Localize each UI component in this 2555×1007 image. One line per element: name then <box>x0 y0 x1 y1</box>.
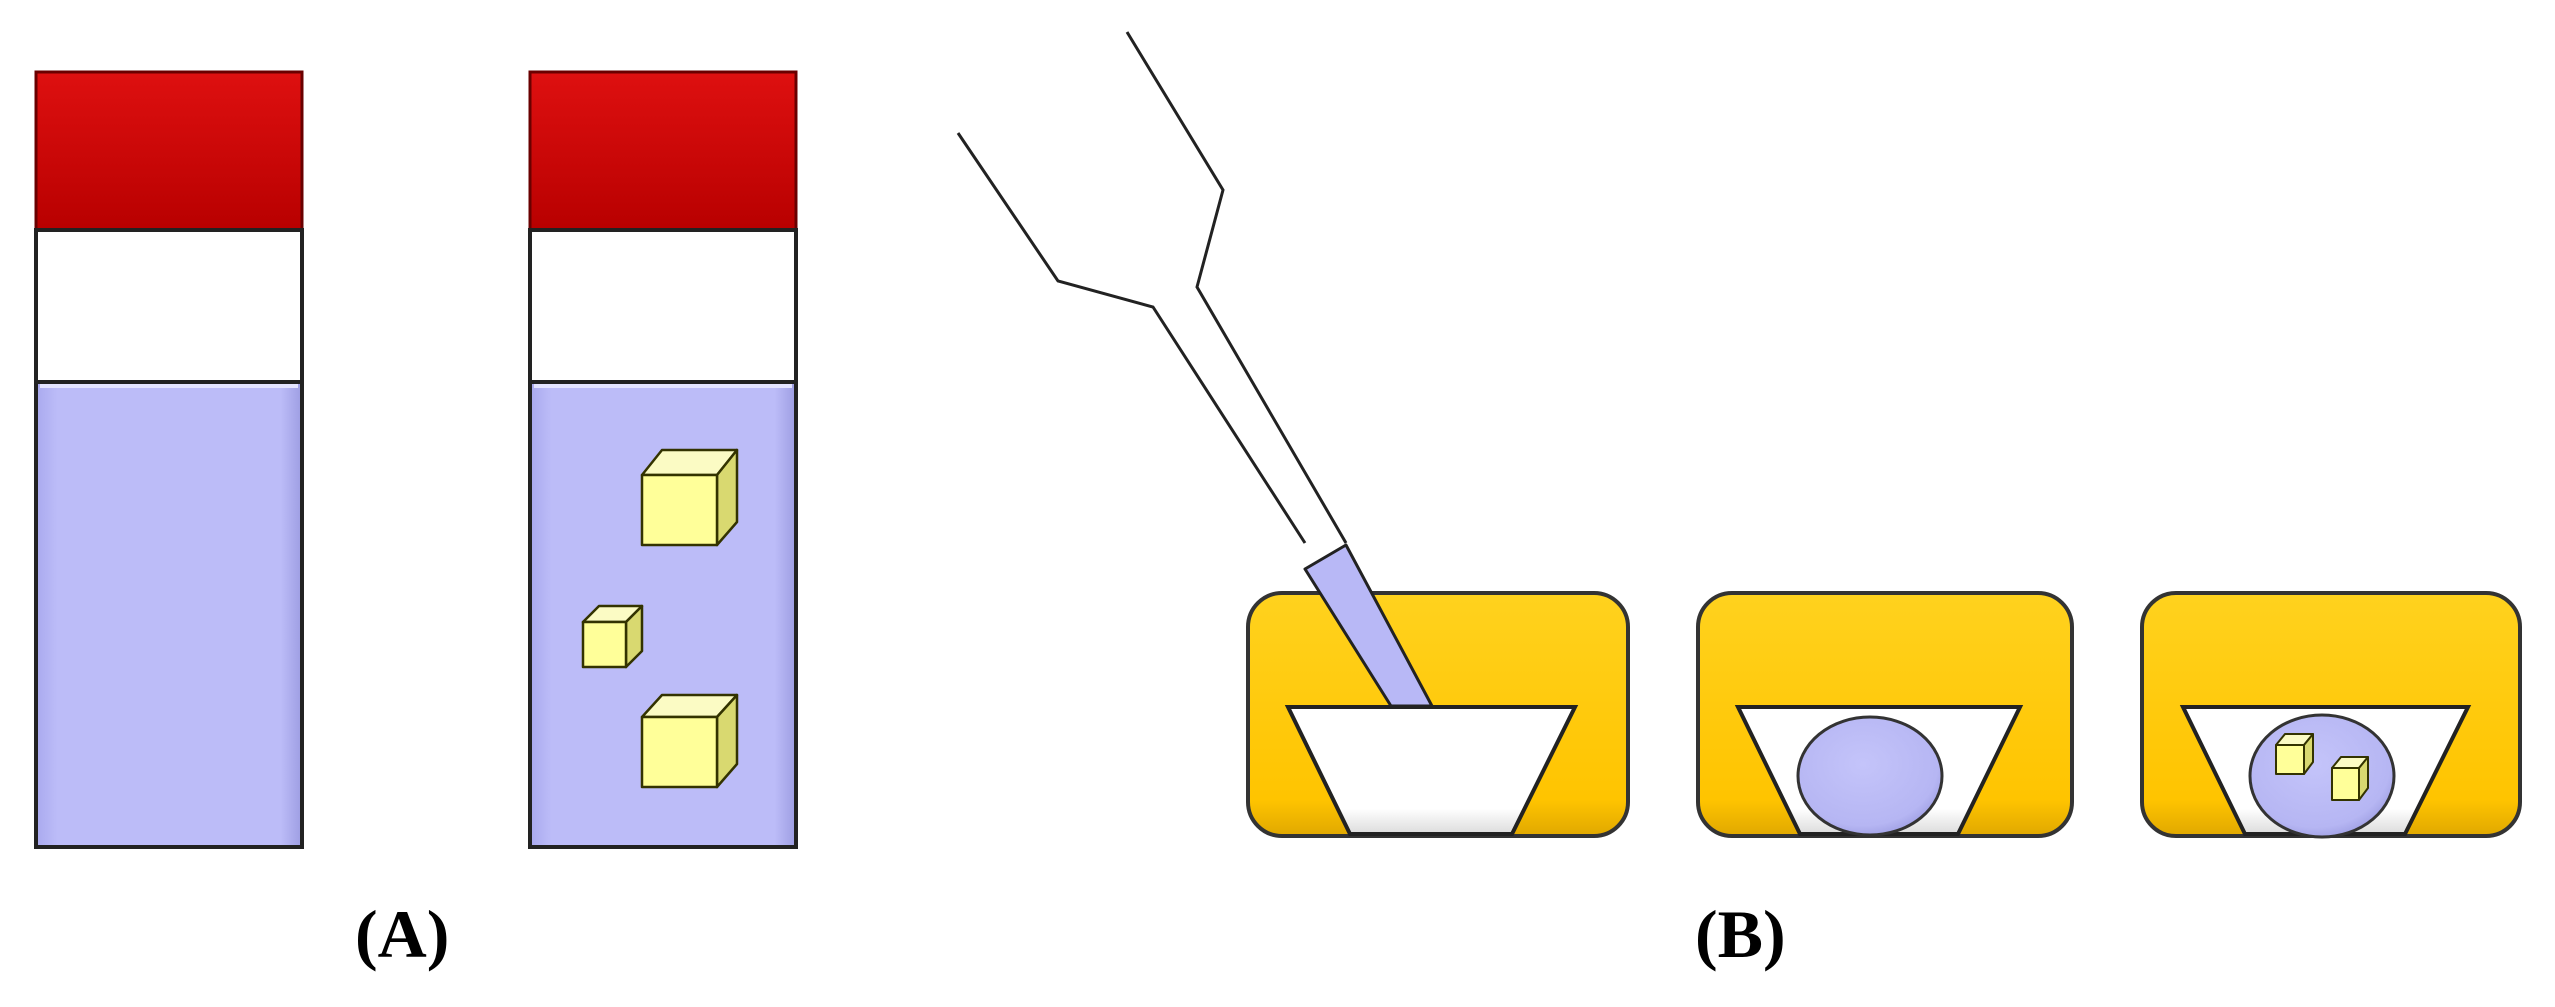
panel-label-b: (B) <box>1695 896 1786 972</box>
pipette-icon <box>956 31 1434 708</box>
vial-solution <box>34 380 304 849</box>
crystal-icon <box>581 604 644 669</box>
vial-icon <box>34 70 304 849</box>
crystallization-well-icon <box>2140 591 2522 839</box>
vial-cap <box>528 70 798 232</box>
well-reservoir <box>1284 705 1579 836</box>
vial-icon <box>528 70 798 849</box>
panel-b <box>956 31 2522 839</box>
crystallization-well-icon <box>1696 591 2074 838</box>
panel-label-a: (A) <box>355 896 450 972</box>
crystallization-well-icon <box>1246 591 1630 838</box>
vial-cap <box>34 70 304 232</box>
crystal-icon <box>640 448 739 547</box>
crystal-icon <box>2331 756 2369 801</box>
drop-icon <box>1796 715 1944 837</box>
vial-headspace <box>528 228 798 384</box>
crystal-icon <box>640 693 739 789</box>
pipette-solution <box>1303 543 1434 708</box>
panel-a <box>34 70 798 849</box>
drop-icon <box>2248 713 2396 839</box>
vial-headspace <box>34 228 304 384</box>
crystal-icon <box>2275 733 2314 775</box>
